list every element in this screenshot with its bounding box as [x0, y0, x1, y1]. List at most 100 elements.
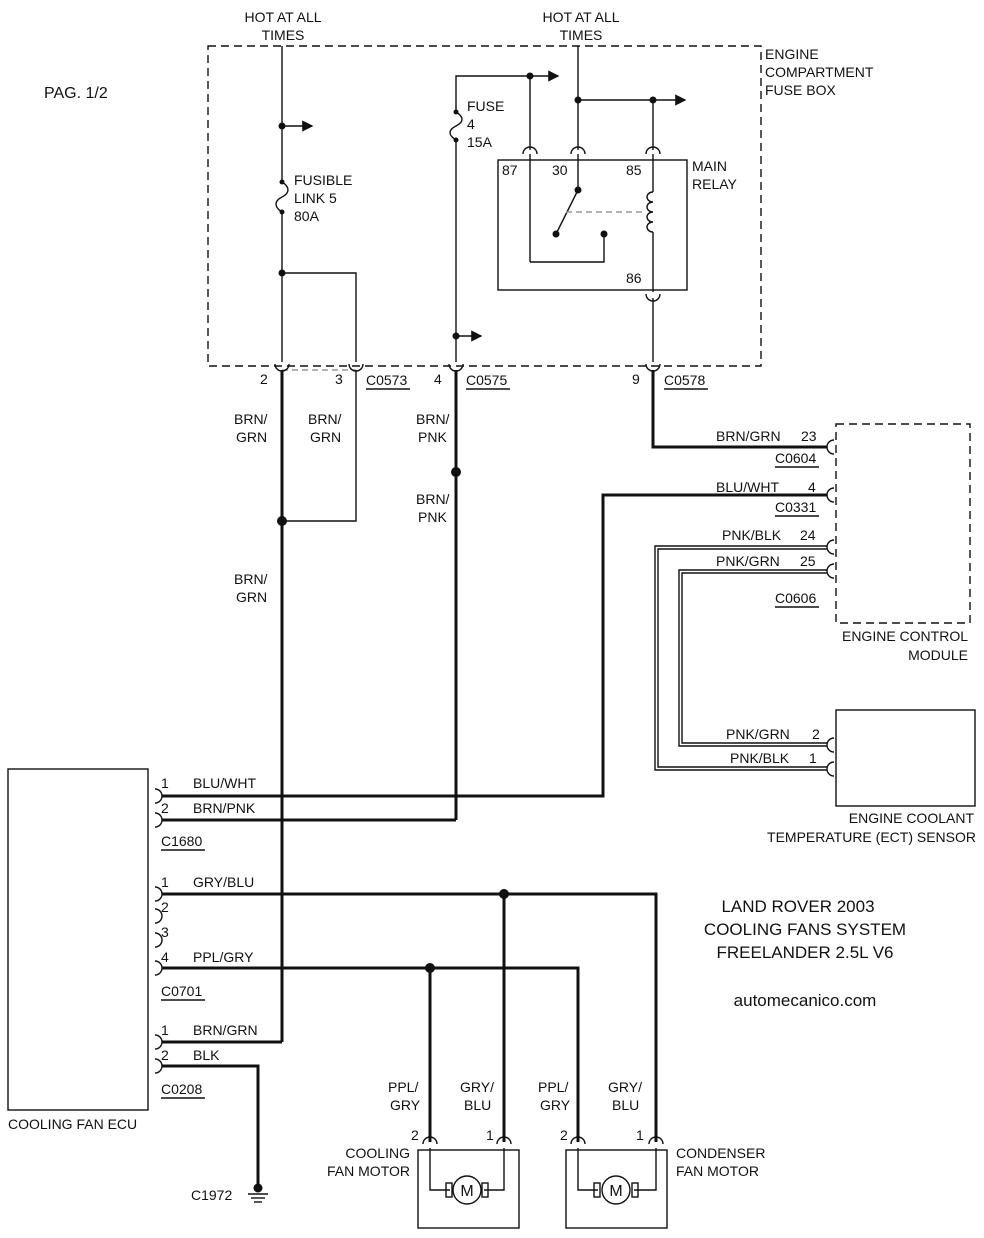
ecm-pin-4: 4 — [808, 479, 816, 495]
wire-label-brn-grn-3a: BRN/ — [234, 571, 268, 587]
diagram-title-line1: LAND ROVER 2003 — [721, 897, 874, 916]
cool-wire-gry-2: BLU — [464, 1097, 491, 1113]
ect-wire-1: PNK/BLK — [730, 750, 790, 766]
ecm-wire-23: BRN/GRN — [716, 428, 781, 444]
c0701-pin-2: 2 — [161, 899, 169, 915]
brn-pnk-wire — [162, 370, 461, 822]
gry-blu-wire — [162, 889, 658, 1142]
fuse-4-label-3: 15A — [467, 134, 493, 150]
c0575-pin-4: 4 — [434, 371, 442, 387]
c0573-pin-2: 2 — [260, 371, 268, 387]
ect-pin-2: 2 — [812, 726, 820, 742]
cool-wire-gry-1: GRY/ — [460, 1079, 494, 1095]
ect-connector-arcs — [826, 737, 835, 777]
connector-c0573: C0573 — [366, 372, 407, 388]
motor-icon — [452, 1175, 482, 1205]
connector-c0604: C0604 — [775, 450, 816, 466]
wire-label-brn-pnk-1a: BRN/ — [416, 411, 450, 427]
wire-label-brn-grn-1b: GRN — [236, 429, 267, 445]
condenser-motor-pin-1: 1 — [636, 1127, 644, 1143]
relay-pin-86: 86 — [626, 270, 642, 286]
c0701-pin-1: 1 — [161, 874, 169, 890]
fuse-4-circuit — [449, 46, 687, 362]
c0701-pin-3: 3 — [161, 924, 169, 940]
connector-c1972: C1972 — [191, 1187, 232, 1203]
cond-wire-gry-2: BLU — [612, 1097, 639, 1113]
cond-wire-ppl-2: GRY — [540, 1097, 571, 1113]
c0701-wire-4: PPL/GRY — [193, 949, 254, 965]
c0208-wire-1: BRN/GRN — [193, 1022, 258, 1038]
cond-wire-ppl-1: PPL/ — [538, 1079, 568, 1095]
relay-to-ecm-wire — [651, 370, 827, 449]
c0208-pin-2: 2 — [161, 1047, 169, 1063]
c0573-pin-3: 3 — [335, 371, 343, 387]
relay-pin-87: 87 — [502, 162, 518, 178]
condenser-fan-motor — [565, 1136, 668, 1229]
ecm-wire-25: PNK/GRN — [716, 553, 780, 569]
ecm-label-1: ENGINE CONTROL — [842, 628, 968, 644]
fuse-box-label-line1: ENGINE — [765, 46, 819, 62]
fuse-box-label-line2: COMPARTMENT — [765, 64, 874, 80]
wire-label-brn-grn-3b: GRN — [236, 589, 267, 605]
motor-icon — [601, 1175, 631, 1205]
c1680-wire-1: BLU/WHT — [193, 775, 256, 791]
cooling-fan-ecu-label: COOLING FAN ECU — [8, 1116, 137, 1132]
hot-at-all-times-left-1: HOT AT ALL — [244, 9, 321, 25]
cool-wire-ppl-2: GRY — [390, 1097, 421, 1113]
connector-c0331: C0331 — [775, 499, 816, 515]
main-relay — [497, 146, 688, 362]
wire-label-brn-pnk-1b: PNK — [418, 429, 447, 445]
relay-pin-30: 30 — [552, 162, 568, 178]
relay-pin-85: 85 — [626, 162, 642, 178]
c0701-wire-1: GRY/BLU — [193, 874, 254, 890]
ecm-pin-23: 23 — [801, 428, 817, 444]
fusible-link-label-2: LINK 5 — [294, 190, 337, 206]
c0208-wire-2: BLK — [193, 1047, 220, 1063]
wire-label-brn-grn-1a: BRN/ — [234, 411, 268, 427]
condenser-motor-symbol: M — [609, 1183, 622, 1200]
ect-wire-2: PNK/GRN — [726, 726, 790, 742]
pnk-blk-wire — [654, 545, 827, 771]
connector-c0208: C0208 — [161, 1081, 202, 1097]
ecm-pin-24: 24 — [800, 527, 816, 543]
fuse-4-label-2: 4 — [467, 116, 475, 132]
website-label: automecanico.com — [734, 991, 877, 1010]
cooling-motor-label-1: COOLING — [345, 1145, 410, 1161]
wire-label-brn-pnk-2a: BRN/ — [416, 491, 450, 507]
connector-c0701: C0701 — [161, 983, 202, 999]
c0701-pin-4: 4 — [161, 949, 169, 965]
condenser-motor-pin-2: 2 — [560, 1127, 568, 1143]
c1680-pin-2: 2 — [161, 800, 169, 816]
ect-pin-1: 1 — [809, 750, 817, 766]
hot-at-all-times-right-1: HOT AT ALL — [542, 9, 619, 25]
c0578-pin-9: 9 — [632, 371, 640, 387]
fuse-box-outline — [207, 45, 762, 367]
pnk-grn-wire — [678, 569, 827, 747]
brn-grn-feed-wires — [162, 370, 357, 1044]
hot-at-all-times-right-2: TIMES — [560, 27, 603, 43]
pnk-grn-wire-2 — [681, 572, 827, 744]
condenser-motor-label-2: FAN MOTOR — [676, 1163, 759, 1179]
cool-wire-ppl-1: PPL/ — [388, 1079, 418, 1095]
ground-circuit — [162, 1064, 268, 1203]
ecm-label-2: MODULE — [908, 647, 968, 663]
cond-wire-gry-1: GRY/ — [608, 1079, 642, 1095]
fusible-link-label-3: 80A — [294, 208, 320, 224]
ecm-connector-arcs — [826, 439, 835, 579]
ecm-pin-25: 25 — [800, 553, 816, 569]
ect-label-2: TEMPERATURE (ECT) SENSOR — [767, 829, 976, 845]
c1680-wire-2: BRN/PNK — [193, 800, 256, 816]
c0208-pin-1: 1 — [161, 1022, 169, 1038]
fuse-box-label-line3: FUSE BOX — [765, 82, 836, 98]
connector-c0606: C0606 — [775, 590, 816, 606]
connector-c0578: C0578 — [664, 372, 705, 388]
ect-label-1: ENGINE COOLANT — [849, 810, 975, 826]
fuse-4-label-1: FUSE — [467, 98, 504, 114]
fusible-link-circuit — [275, 46, 357, 371]
relay-label-1: MAIN — [692, 158, 727, 174]
connector-c0575: C0575 — [466, 372, 507, 388]
cooling-motor-pin-2: 2 — [411, 1127, 419, 1143]
cooling-motor-pin-1: 1 — [486, 1127, 494, 1143]
cooling-motor-symbol: M — [460, 1183, 473, 1200]
